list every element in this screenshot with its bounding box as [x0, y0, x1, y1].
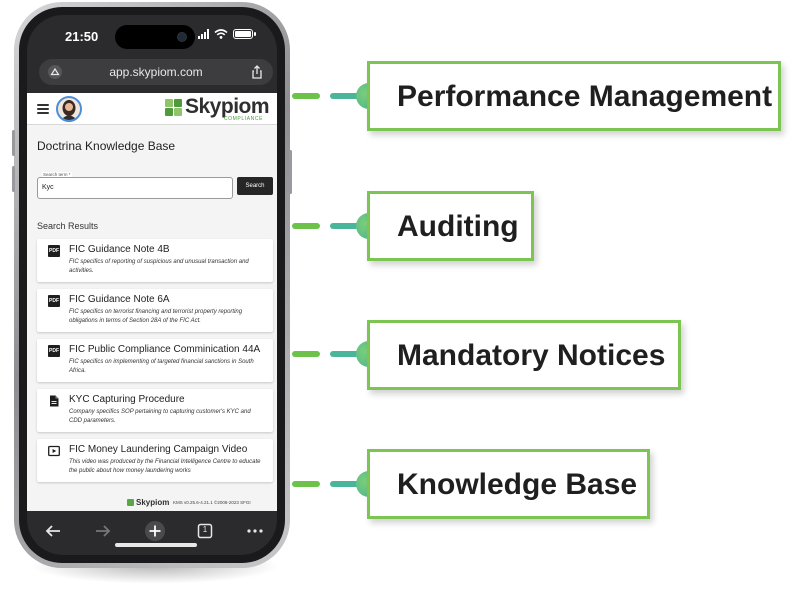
pdf-icon: PDF [48, 345, 60, 357]
callout-label: Performance Management [397, 80, 773, 113]
forward-icon[interactable] [91, 519, 115, 543]
search-field[interactable]: Search term * [37, 172, 233, 199]
result-title[interactable]: FIC Guidance Note 4B [69, 244, 170, 255]
footer-logo-icon [127, 499, 134, 506]
connector [292, 93, 362, 99]
footer-logo-text: Skypiom [136, 498, 170, 507]
result-card[interactable]: PDF FIC Guidance Note 6A FIC specifics o… [37, 289, 273, 332]
avatar[interactable] [56, 96, 82, 122]
back-icon[interactable] [41, 519, 65, 543]
result-description: This video was produced by the Financial… [69, 459, 261, 474]
power-button [289, 150, 292, 194]
page-footer: Skypiom KMS v0.25.6-4.21.1 ©2008-2023 SF… [27, 495, 277, 511]
url-bar[interactable]: app.skypiom.com [39, 59, 273, 85]
new-tab-icon[interactable] [143, 519, 167, 543]
result-title[interactable]: FIC Public Compliance Comminication 44A [69, 344, 261, 355]
document-icon [50, 395, 59, 407]
tab-count: 1 [202, 525, 208, 534]
callout-mandatory-notices: Mandatory Notices [367, 320, 681, 390]
connector [292, 223, 362, 229]
home-indicator[interactable] [115, 543, 197, 547]
results-heading: Search Results [37, 221, 99, 231]
tabs-button[interactable]: 1 [193, 519, 217, 543]
video-icon [48, 445, 60, 457]
result-description: FIC specifics on terrorist financing and… [69, 309, 243, 324]
callout-label: Mandatory Notices [397, 339, 666, 372]
url-text[interactable]: app.skypiom.com [109, 65, 203, 79]
result-description: FIC specifics of reporting of suspicious… [69, 259, 249, 274]
search-button[interactable]: Search [237, 177, 273, 195]
logo-mark-icon [165, 99, 182, 116]
more-icon[interactable] [243, 519, 267, 543]
result-title[interactable]: FIC Money Laundering Campaign Video [69, 444, 248, 455]
search-field-label: Search term * [42, 172, 72, 177]
result-card[interactable]: PDF FIC Guidance Note 4B FIC specifics o… [37, 239, 273, 282]
pdf-icon: PDF [48, 245, 60, 257]
callout-label: Knowledge Base [397, 468, 638, 501]
result-card[interactable]: FIC Money Laundering Campaign Video This… [37, 439, 273, 482]
callout-label: Auditing [397, 210, 519, 243]
status-icons [198, 29, 256, 39]
share-icon[interactable] [249, 64, 265, 80]
connector [292, 351, 362, 357]
battery-icon [233, 29, 256, 39]
callout-auditing: Auditing [367, 191, 534, 261]
phone-screen: 21:50 [27, 15, 277, 555]
result-card[interactable]: PDF FIC Public Compliance Comminication … [37, 339, 273, 382]
logo-subtext: COMPLIANCE [223, 116, 263, 122]
footer-logo: Skypiom [127, 498, 169, 507]
menu-icon[interactable] [37, 104, 49, 114]
pdf-icon: PDF [48, 295, 60, 307]
result-title[interactable]: FIC Guidance Note 6A [69, 294, 170, 305]
logo-text: Skypiom [185, 95, 270, 118]
search-input[interactable] [42, 184, 222, 191]
signal-icon [198, 29, 209, 39]
connector [292, 481, 362, 487]
phone-frame: 21:50 [14, 2, 290, 568]
app-header: Skypiom COMPLIANCE [27, 93, 277, 125]
web-page: Skypiom COMPLIANCE Doctrina Knowledge Ba… [27, 93, 277, 511]
status-bar: 21:50 [27, 15, 277, 55]
camera-icon [177, 32, 187, 42]
volume-up-button [12, 130, 15, 156]
callout-knowledge-base: Knowledge Base [367, 449, 650, 519]
result-description: FIC specifics on implementing of targete… [69, 359, 254, 374]
volume-down-button [12, 166, 15, 192]
footer-version: KMS v0.25.6-4.21.1 ©2008-2023 SFGI [173, 500, 251, 505]
result-card[interactable]: KYC Capturing Procedure Company specific… [37, 389, 273, 432]
status-time: 21:50 [65, 29, 99, 44]
result-title[interactable]: KYC Capturing Procedure [69, 394, 185, 405]
callout-performance-management: Performance Management [367, 61, 781, 131]
skypiom-logo[interactable]: Skypiom COMPLIANCE [163, 95, 270, 123]
result-description: Company specifics SOP pertaining to capt… [69, 409, 251, 424]
site-settings-icon[interactable] [47, 64, 63, 80]
page-title: Doctrina Knowledge Base [37, 139, 176, 153]
tabs-icon [197, 523, 213, 539]
wifi-icon [214, 29, 228, 39]
dynamic-island [115, 25, 195, 49]
phone-bezel: 21:50 [19, 7, 285, 563]
